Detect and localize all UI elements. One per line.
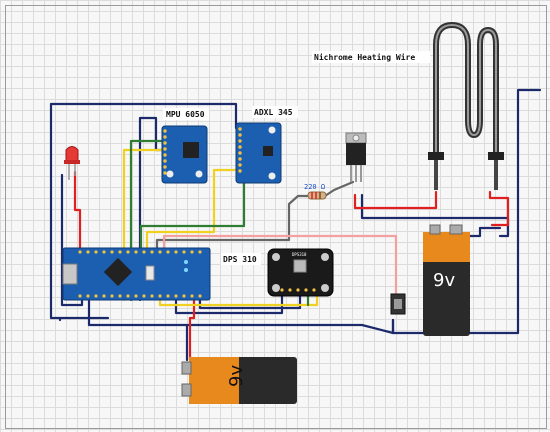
push-button[interactable]: [390, 293, 406, 315]
red-led[interactable]: [64, 146, 80, 181]
battery-9v-right[interactable]: 9v: [423, 224, 470, 336]
heater-terminal-right: [488, 152, 504, 160]
mosfet-transistor[interactable]: [345, 132, 367, 182]
resistor-label: 220 Ω: [304, 183, 325, 191]
wire-yellow-dps: [158, 294, 319, 307]
heater-label: Nichrome Heating Wire: [314, 52, 415, 62]
arduino-nano-board[interactable]: [62, 247, 211, 301]
battery-9v-bottom[interactable]: 9v: [181, 357, 297, 404]
wire-yellow-adxl: [145, 168, 239, 250]
wire-green-adxl: [139, 178, 246, 250]
wire-navy-battery-top: [468, 226, 502, 238]
wire-red-battery: [488, 190, 510, 227]
heater-terminal-left: [428, 152, 444, 160]
dps-label: DPS 310: [223, 255, 257, 264]
wire-red-led: [73, 170, 82, 250]
mpu-label: MPU 6050: [166, 110, 205, 119]
nichrome-heating-wire[interactable]: [428, 21, 504, 190]
wire-green-mpu: [129, 139, 164, 302]
usb-port: [62, 263, 78, 285]
wire-navy-dps-gnd2: [198, 294, 302, 310]
wire-navy-long-bottom: [391, 88, 542, 335]
wire-pink-button: [162, 234, 398, 296]
battery-bottom-label: 9v: [226, 365, 247, 387]
adxl345-board[interactable]: [235, 122, 282, 184]
wire-gray-resistor: [155, 180, 355, 250]
battery-right-label: 9v: [433, 270, 455, 291]
resistor-220[interactable]: [307, 191, 327, 200]
wire-navy-left-rail: [60, 173, 84, 307]
wire-red-vcc: [188, 298, 196, 362]
wire-red-heater: [353, 190, 438, 210]
dps-board-text: DPS310: [292, 252, 307, 257]
canvas-frame: [5, 5, 547, 429]
dps310-board[interactable]: DPS310: [267, 248, 334, 297]
adxl-label: ADXL 345: [254, 108, 293, 117]
mpu6050-board[interactable]: [161, 125, 208, 184]
